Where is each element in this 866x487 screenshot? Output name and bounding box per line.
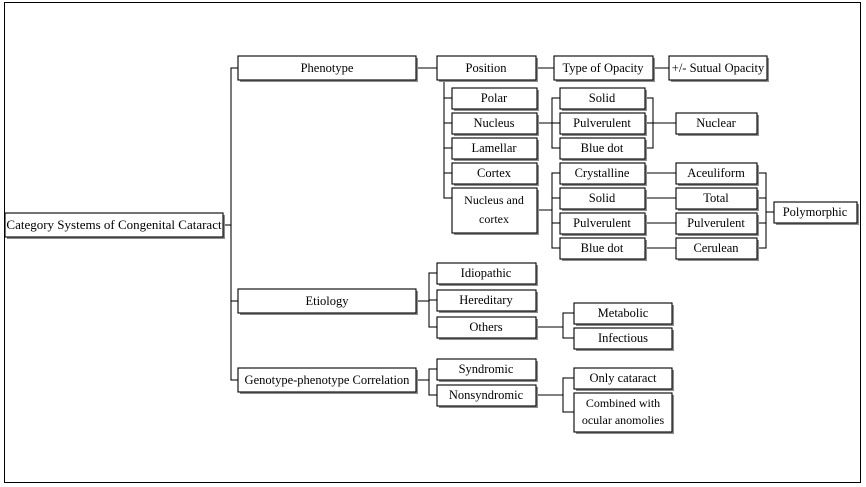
node-polar-label: Polar (481, 91, 508, 105)
node-blue-dot-cortex-label: Blue dot (581, 241, 624, 255)
node-type-of-opacity[interactable]: Type of Opacity (553, 55, 655, 82)
node-crystalline[interactable]: Crystalline (559, 162, 647, 186)
node-combined-with-ocular-anomolies-label-line1: Combined with (586, 396, 660, 410)
node-position[interactable]: Position (436, 55, 538, 82)
node-polar[interactable]: Polar (451, 87, 539, 111)
node-polymorphic-label: Polymorphic (783, 205, 848, 219)
node-nucleus-and-cortex[interactable]: Nucleus and cortex (451, 187, 539, 235)
node-cerulean-label: Cerulean (693, 241, 739, 255)
node-genotype-phenotype-correlation[interactable]: Genotype-phenotype Correlation (237, 367, 418, 394)
node-solid-nucleus[interactable]: Solid (559, 87, 647, 111)
node-syndromic[interactable]: Syndromic (436, 358, 538, 382)
node-solid-cortex-label: Solid (589, 191, 616, 205)
node-pulverulent-nucleus[interactable]: Pulverulent (559, 112, 647, 136)
node-hereditary-label: Hereditary (459, 293, 513, 307)
node-type-of-opacity-label: Type of Opacity (562, 61, 644, 75)
node-sutual-opacity[interactable]: +/- Sutual Opacity (668, 55, 769, 82)
figure-border (4, 2, 861, 483)
node-only-cataract-label: Only cataract (590, 371, 658, 385)
node-etiology[interactable]: Etiology (237, 288, 418, 315)
node-pulverulent-cortex-label: Pulverulent (573, 216, 631, 230)
node-metabolic[interactable]: Metabolic (573, 302, 674, 326)
node-others-label: Others (469, 320, 502, 334)
node-total-label: Total (703, 191, 729, 205)
node-sutual-opacity-label: +/- Sutual Opacity (672, 61, 765, 75)
node-polymorphic[interactable]: Polymorphic (773, 201, 859, 225)
node-genotype-phenotype-correlation-label: Genotype-phenotype Correlation (245, 373, 411, 387)
node-cerulean[interactable]: Cerulean (675, 237, 759, 261)
node-root-label: Category Systems of Congenital Cataract (6, 217, 222, 232)
node-blue-dot-cortex[interactable]: Blue dot (559, 237, 647, 261)
node-blue-dot-nucleus-label: Blue dot (581, 141, 624, 155)
node-idiopathic[interactable]: Idiopathic (436, 262, 538, 286)
node-lamellar-label: Lamellar (471, 141, 517, 155)
node-combined-with-ocular-anomolies[interactable]: Combined with ocular anomolies (573, 392, 674, 434)
node-solid-cortex[interactable]: Solid (559, 187, 647, 211)
node-phenotype-label: Phenotype (301, 61, 354, 75)
node-root[interactable]: Category Systems of Congenital Cataract (4, 212, 225, 239)
node-nuclear-label: Nuclear (696, 116, 736, 130)
node-combined-with-ocular-anomolies-label-line2: ocular anomolies (582, 413, 665, 427)
node-pulverulent-morphology[interactable]: Pulverulent (675, 212, 759, 236)
node-position-label: Position (466, 61, 508, 75)
node-pulverulent-nucleus-label: Pulverulent (573, 116, 631, 130)
node-pulverulent-morphology-label: Pulverulent (687, 216, 745, 230)
node-hereditary[interactable]: Hereditary (436, 289, 538, 313)
node-infectious-label: Infectious (598, 331, 648, 345)
node-only-cataract[interactable]: Only cataract (573, 367, 674, 391)
node-others[interactable]: Others (436, 316, 538, 340)
node-phenotype[interactable]: Phenotype (237, 55, 418, 82)
node-syndromic-label: Syndromic (459, 362, 514, 376)
node-nucleus[interactable]: Nucleus (451, 112, 539, 136)
connectors (222, 67, 775, 413)
node-nuclear[interactable]: Nuclear (675, 112, 759, 136)
node-nonsyndromic-label: Nonsyndromic (449, 388, 524, 402)
node-aceuliform[interactable]: Aceuliform (675, 162, 759, 186)
node-blue-dot-nucleus[interactable]: Blue dot (559, 137, 647, 161)
node-crystalline-label: Crystalline (575, 166, 630, 180)
node-infectious[interactable]: Infectious (573, 327, 674, 351)
node-total[interactable]: Total (675, 187, 759, 211)
node-metabolic-label: Metabolic (598, 306, 649, 320)
node-etiology-label: Etiology (305, 294, 349, 308)
node-pulverulent-cortex[interactable]: Pulverulent (559, 212, 647, 236)
node-nucleus-and-cortex-label-line1: Nucleus and (464, 193, 524, 207)
node-nucleus-label: Nucleus (474, 116, 515, 130)
node-idiopathic-label: Idiopathic (461, 266, 512, 280)
node-aceuliform-label: Aceuliform (687, 166, 745, 180)
node-cortex[interactable]: Cortex (451, 162, 539, 186)
node-lamellar[interactable]: Lamellar (451, 137, 539, 161)
node-solid-nucleus-label: Solid (589, 91, 616, 105)
node-cortex-label: Cortex (477, 166, 512, 180)
node-nucleus-and-cortex-label-line2: cortex (479, 212, 509, 226)
node-nonsyndromic[interactable]: Nonsyndromic (436, 384, 538, 408)
